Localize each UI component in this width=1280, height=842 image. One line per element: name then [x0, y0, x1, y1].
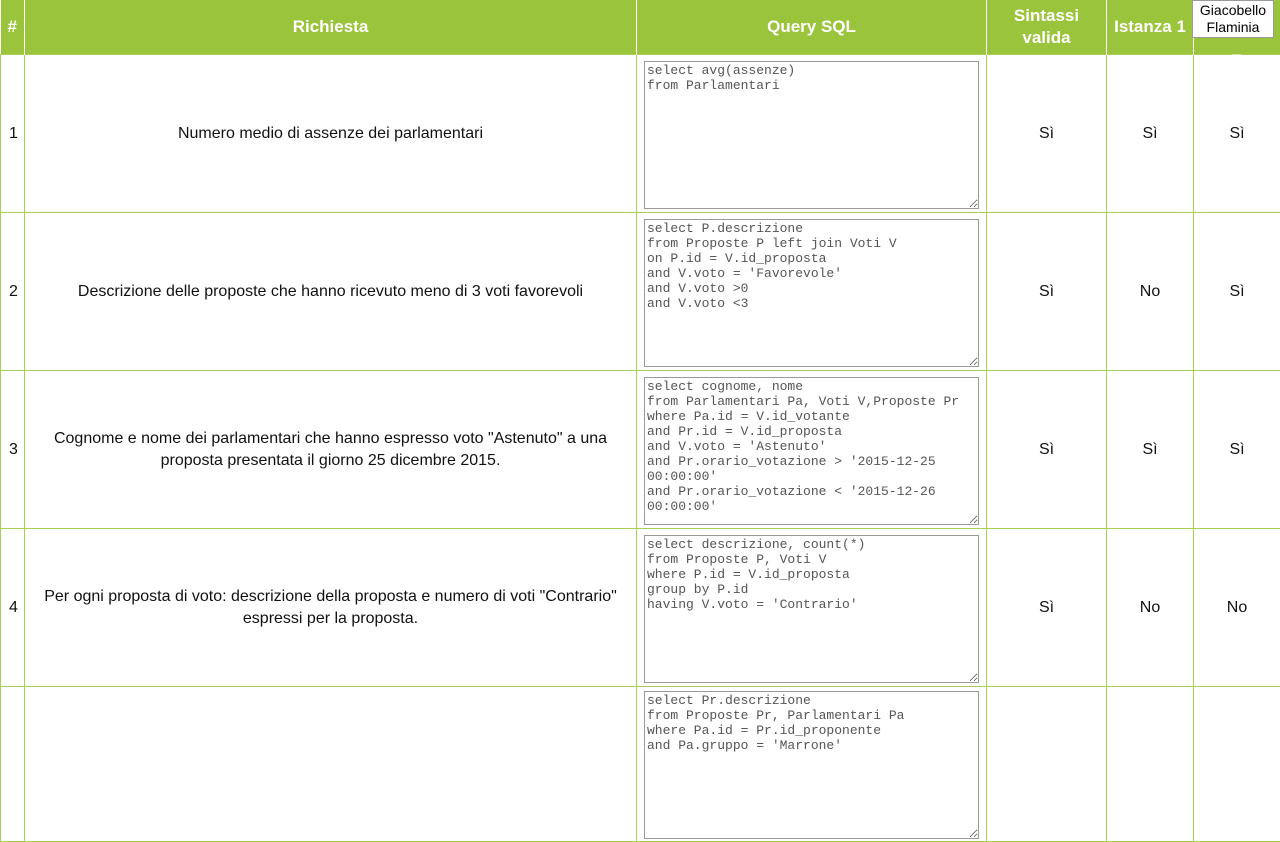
last-column-value: Sì [1194, 213, 1280, 371]
table-row: 1 Numero medio di assenze dei parlamenta… [1, 55, 1280, 213]
instance-1-value [1107, 687, 1194, 842]
row-number: 2 [1, 213, 25, 371]
request-text: Numero medio di assenze dei parlamentari [25, 55, 637, 213]
instance-1-value: No [1107, 213, 1194, 371]
request-text [25, 687, 637, 842]
instance-1-value: Sì [1107, 55, 1194, 213]
tooltip-line-1: Giacobello [1193, 2, 1273, 19]
query-cell: select Pr.descrizione from Proposte Pr, … [637, 687, 987, 842]
request-text: Per ogni proposta di voto: descrizione d… [25, 529, 637, 687]
syntax-valid-value: Sì [987, 371, 1107, 529]
row-number: 3 [1, 371, 25, 529]
last-column-value: Sì [1194, 371, 1280, 529]
table-row: select Pr.descrizione from Proposte Pr, … [1, 687, 1280, 842]
header-last-label: _ [1232, 40, 1241, 58]
table-row: 3 Cognome e nome dei parlamentari che ha… [1, 371, 1280, 529]
table-row: 4 Per ogni proposta di voto: descrizione… [1, 529, 1280, 687]
syntax-valid-value: Sì [987, 55, 1107, 213]
instance-1-value: Sì [1107, 371, 1194, 529]
row-number [1, 687, 25, 842]
header-instance-1: Istanza 1 [1107, 0, 1194, 55]
table-row: 2 Descrizione delle proposte che hanno r… [1, 213, 1280, 371]
header-number: # [1, 0, 25, 55]
table-header: # Richiesta Query SQL Sintassi valida Is… [1, 0, 1280, 55]
sql-query-textarea[interactable]: select descrizione, count(*) from Propos… [644, 535, 979, 683]
request-text: Cognome e nome dei parlamentari che hann… [25, 371, 637, 529]
row-number: 1 [1, 55, 25, 213]
last-column-value: Sì [1194, 55, 1280, 213]
header-query: Query SQL [637, 0, 987, 55]
sql-query-textarea[interactable]: select P.descrizione from Proposte P lef… [644, 219, 979, 367]
syntax-valid-value [987, 687, 1107, 842]
query-cell: select descrizione, count(*) from Propos… [637, 529, 987, 687]
query-cell: select avg(assenze) from Parlamentari [637, 55, 987, 213]
last-column-value [1194, 687, 1280, 842]
sql-query-textarea[interactable]: select avg(assenze) from Parlamentari [644, 61, 979, 209]
tooltip-line-2: Flaminia [1193, 19, 1273, 36]
name-tooltip: Giacobello Flaminia [1192, 0, 1274, 38]
row-number: 4 [1, 529, 25, 687]
request-text: Descrizione delle proposte che hanno ric… [25, 213, 637, 371]
sql-query-textarea[interactable]: select Pr.descrizione from Proposte Pr, … [644, 691, 979, 839]
sql-query-textarea[interactable]: select cognome, nome from Parlamentari P… [644, 377, 979, 525]
syntax-valid-value: Sì [987, 213, 1107, 371]
query-cell: select P.descrizione from Proposte P lef… [637, 213, 987, 371]
header-syntax-valid: Sintassi valida [987, 0, 1107, 55]
query-cell: select cognome, nome from Parlamentari P… [637, 371, 987, 529]
header-request: Richiesta [25, 0, 637, 55]
last-column-value: No [1194, 529, 1280, 687]
instance-1-value: No [1107, 529, 1194, 687]
syntax-valid-value: Sì [987, 529, 1107, 687]
